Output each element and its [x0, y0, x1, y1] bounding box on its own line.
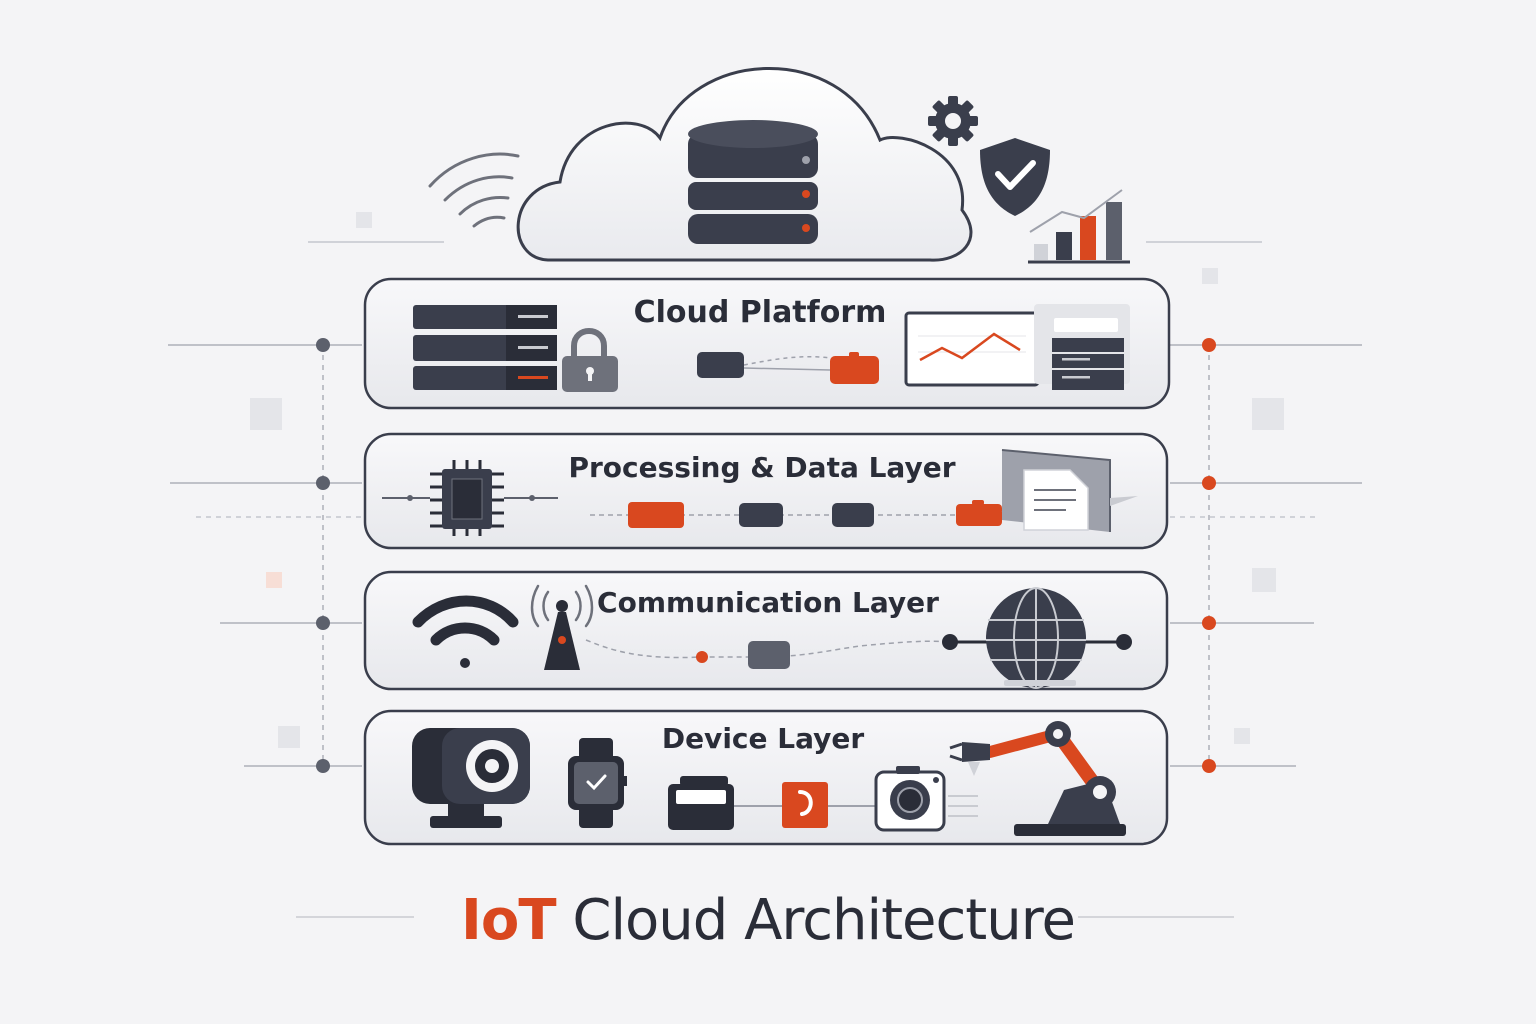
title-rule-right	[1078, 916, 1234, 918]
wifi-icon	[412, 595, 519, 668]
server-rack-icon	[413, 305, 557, 390]
edge-node	[830, 352, 879, 384]
bar-chart-icon	[1028, 189, 1130, 264]
diagram-title: IoT Cloud Architecture	[0, 888, 1536, 953]
database-icon	[688, 120, 818, 244]
signal-path	[585, 639, 951, 669]
cpu-chip-icon	[382, 460, 558, 536]
title-accent: IoT	[461, 888, 557, 953]
file-cabinet-icon	[1034, 304, 1130, 390]
layer-label: Communication Layer	[597, 586, 939, 619]
globe-icon	[942, 587, 1132, 689]
robot-arm-icon	[949, 721, 1126, 836]
title-rule-left	[296, 916, 414, 918]
wifi-signal-icon	[428, 152, 520, 228]
left-connector-nodes	[316, 338, 330, 773]
smartwatch-icon	[568, 738, 627, 828]
title-main: Cloud Architecture	[572, 888, 1076, 953]
processing-pipeline	[590, 500, 1051, 528]
shield-check-icon	[980, 138, 1050, 216]
right-connector-nodes	[1202, 338, 1216, 773]
radio-tower-icon	[530, 584, 594, 670]
layer-label: Processing & Data Layer	[568, 451, 955, 484]
security-camera-icon	[412, 728, 530, 828]
layer-label: Cloud Platform	[634, 295, 887, 330]
line-chart-monitor-icon	[904, 311, 1040, 387]
document-icon	[1001, 449, 1138, 532]
gateway-node	[697, 352, 744, 378]
padlock-icon	[562, 328, 618, 392]
gear-icon	[928, 96, 978, 146]
data-flow-line	[743, 355, 831, 371]
layer-label: Device Layer	[662, 722, 865, 755]
sensor-box-icon	[668, 776, 876, 830]
camera-icon	[874, 766, 978, 832]
